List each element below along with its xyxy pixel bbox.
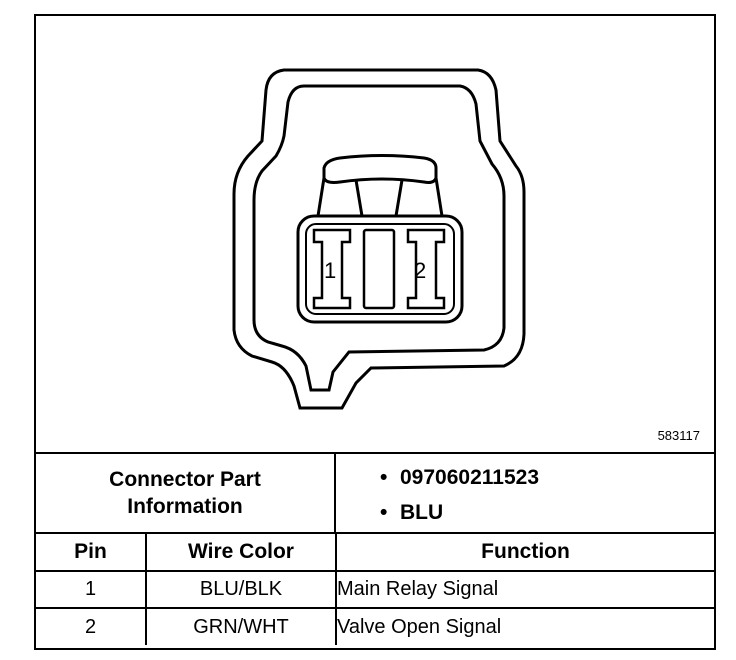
- connector-latch-supports: [316, 177, 444, 217]
- connector-housing-outer: [232, 68, 526, 410]
- pin-function: Valve Open Signal: [335, 607, 714, 645]
- part-number-item: • 097060211523: [380, 460, 714, 495]
- bullet-icon: •: [380, 466, 388, 489]
- terminal-cavity-inner: [305, 223, 455, 315]
- part-number: 097060211523: [400, 466, 539, 489]
- table-row: 1 BLU/BLK Main Relay Signal: [36, 570, 714, 609]
- connector-housing-inner: [252, 84, 506, 392]
- pin-number: 2: [36, 607, 147, 645]
- table-row: 2 GRN/WHT Valve Open Signal: [36, 607, 714, 645]
- header-wire-color: Wire Color: [145, 534, 337, 572]
- header-function: Function: [335, 534, 714, 572]
- center-rib: [362, 228, 396, 310]
- connector-part-label-line2: Information: [127, 495, 243, 518]
- connector-part-label-line1: Connector Part: [109, 468, 261, 491]
- pin-number: 1: [36, 570, 147, 609]
- pin-1-cavity: [312, 228, 352, 310]
- connector-part-info-label: Connector Part Information: [36, 454, 336, 532]
- pin-2-label: 2: [414, 258, 426, 283]
- figure-id: 583117: [657, 428, 700, 443]
- bullet-icon: •: [380, 501, 388, 524]
- connector-latch: [322, 154, 438, 184]
- pin-1-label: 1: [324, 258, 336, 283]
- pin-table: Pin Wire Color Function 1 BLU/BLK Main R…: [36, 534, 714, 645]
- connector-color: BLU: [400, 501, 444, 524]
- pin-function: Main Relay Signal: [335, 570, 714, 609]
- connector-diagram-frame: 1 2 583117 Connector Part Information • 0…: [34, 14, 716, 650]
- connector-part-info: Connector Part Information • 097060211523…: [36, 454, 714, 534]
- connector-drawing-area: 1 2 583117: [36, 16, 714, 454]
- pin-table-header-row: Pin Wire Color Function: [36, 534, 714, 572]
- connector-color-item: • BLU: [380, 495, 714, 530]
- connector-drawing: 1 2: [232, 68, 526, 410]
- header-pin: Pin: [36, 534, 147, 572]
- pin-2-cavity: [406, 228, 446, 310]
- connector-part-info-values: • 097060211523 • BLU: [336, 454, 714, 532]
- wire-color: GRN/WHT: [145, 607, 337, 645]
- wire-color: BLU/BLK: [145, 570, 337, 609]
